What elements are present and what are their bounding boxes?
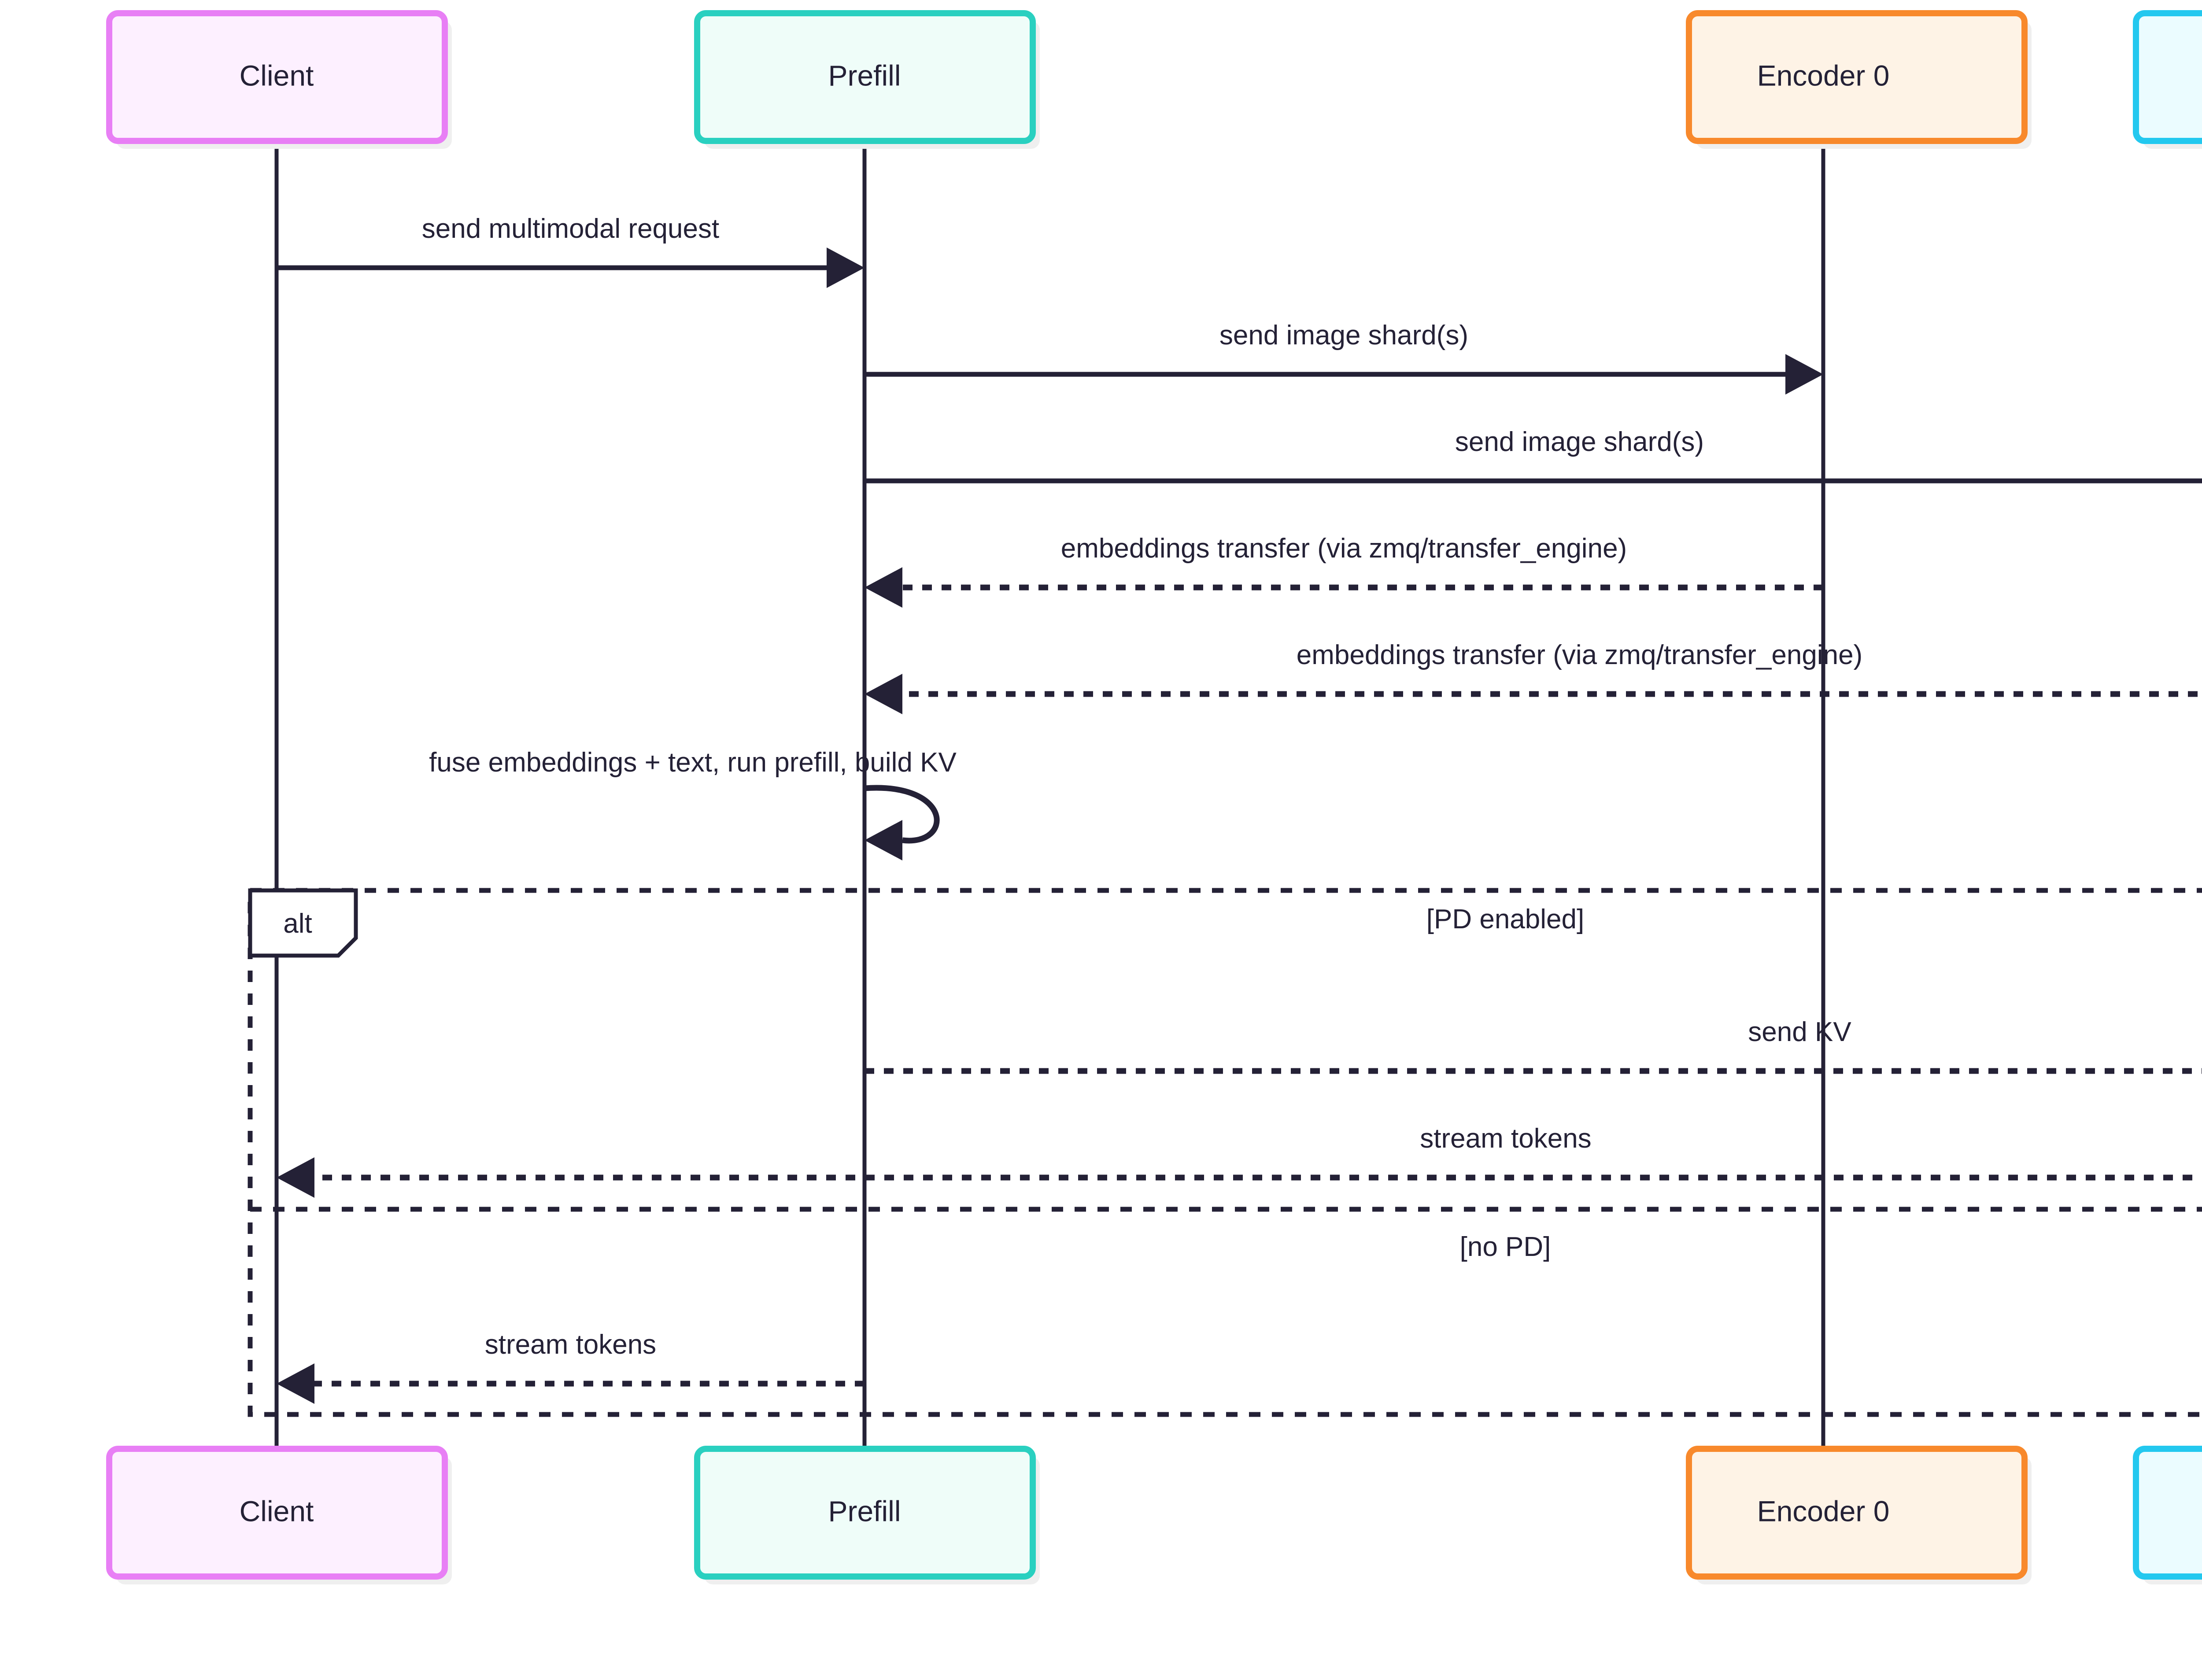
participant-rect <box>694 1446 1036 1580</box>
message-label: embeddings transfer (via zmq/transfer_en… <box>1061 533 1627 564</box>
alt-condition-label-1: [no PD] <box>1460 1232 1551 1262</box>
message-m4[interactable]: embeddings transfer (via zmq/transfer_en… <box>865 533 1823 608</box>
participant-rect <box>106 1446 448 1580</box>
participant-label: Encoder 0 <box>1757 59 1890 92</box>
alt-tag-label: alt <box>283 908 312 939</box>
participant-rect <box>106 10 448 144</box>
participant-rect <box>694 10 1036 144</box>
arrowhead <box>865 820 902 860</box>
participant-label: Encoder 0 <box>1757 1495 1890 1527</box>
message-m6[interactable]: fuse embeddings + text, run prefill, bui… <box>429 747 957 860</box>
participant-rect <box>1686 10 2028 144</box>
arrowhead <box>1785 354 1823 395</box>
participant-box-encoder0-bottom[interactable]: Encoder 0 <box>1686 1446 2032 1584</box>
message-m8[interactable]: stream tokens <box>277 1123 2202 1198</box>
alt-block-group: alt [PD enabled] [no PD] <box>248 888 2202 1417</box>
message-label: send image shard(s) <box>1219 320 1468 351</box>
arrowhead <box>865 567 902 608</box>
participant-label: Prefill <box>828 59 901 92</box>
message-m7[interactable]: send KV <box>865 1017 2202 1091</box>
arrowhead <box>277 1363 314 1404</box>
alt-block-frame <box>248 888 2202 1417</box>
message-label: send multimodal request <box>422 214 719 244</box>
message-label: stream tokens <box>1420 1123 1591 1154</box>
message-label: send KV <box>1748 1017 1851 1047</box>
alt-condition-label-0: [PD enabled] <box>1426 904 1584 934</box>
participant-label: Client <box>240 1495 314 1527</box>
message-m9[interactable]: stream tokens <box>277 1329 865 1404</box>
message-label: stream tokens <box>485 1329 656 1360</box>
message-label: send image shard(s) <box>1455 427 1704 457</box>
participant-rect <box>2133 1446 2202 1580</box>
arrowhead <box>865 674 902 714</box>
participant-box-encoder1-bottom[interactable]: Encoder 1 <box>2133 1446 2202 1584</box>
participant-box-prefill-top[interactable]: Prefill <box>694 10 1040 149</box>
message-label: embeddings transfer (via zmq/transfer_en… <box>1297 640 1862 670</box>
participant-rect <box>1686 1446 2028 1580</box>
participant-box-encoder0-top[interactable]: Encoder 0 <box>1686 10 2032 149</box>
participant-box-client-top[interactable]: Client <box>106 10 452 149</box>
message-m2[interactable]: send image shard(s) <box>865 320 1823 395</box>
messages-group: send multimodal request send image shard(… <box>277 214 2202 1404</box>
participant-box-encoder1-top[interactable]: Encoder 1 <box>2133 10 2202 149</box>
message-m1[interactable]: send multimodal request <box>277 214 865 288</box>
message-m3[interactable]: send image shard(s) <box>865 427 2202 501</box>
participant-box-client-bottom[interactable]: Client <box>106 1446 452 1584</box>
self-loop-path <box>864 785 940 844</box>
participant-rect <box>2133 10 2202 144</box>
arrowhead <box>827 247 865 288</box>
message-label: fuse embeddings + text, run prefill, bui… <box>429 747 957 778</box>
participant-label: Client <box>240 59 314 92</box>
arrowhead <box>277 1157 314 1198</box>
lifelines-group <box>274 141 1825 1449</box>
participant-label: Prefill <box>828 1495 901 1527</box>
alt-tag-shape <box>248 888 358 958</box>
participant-box-prefill-bottom[interactable]: Prefill <box>694 1446 1040 1584</box>
message-m5[interactable]: embeddings transfer (via zmq/transfer_en… <box>865 640 2202 714</box>
